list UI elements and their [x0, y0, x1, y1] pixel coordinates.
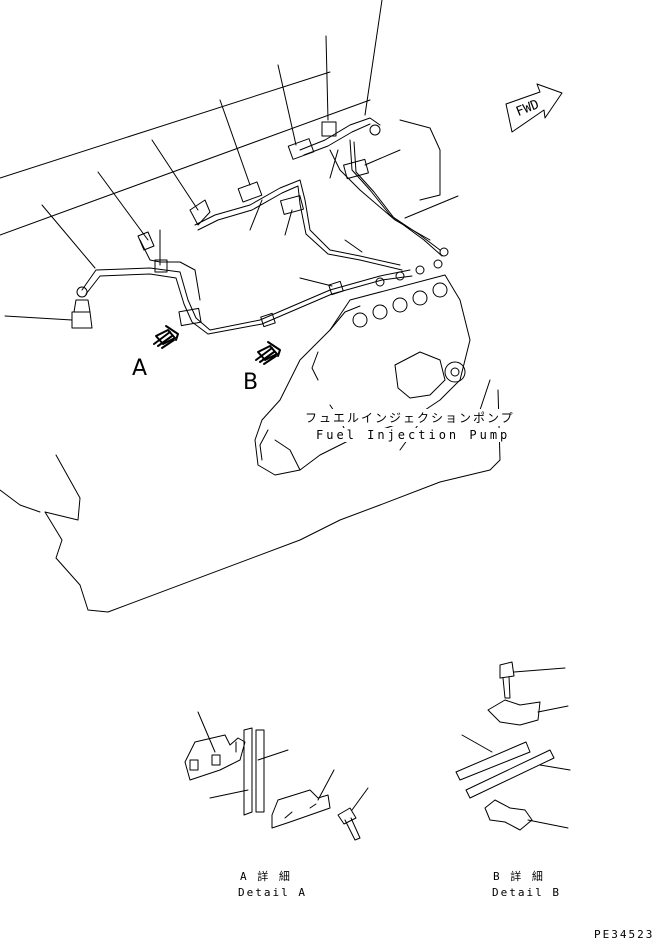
detail-b-parts [455, 661, 571, 831]
view-label-a: A [132, 356, 148, 381]
plug-fitting [71, 286, 93, 329]
pipe-clamps [137, 121, 449, 328]
view-label-b: B [243, 370, 259, 395]
view-arrow-b [255, 341, 281, 365]
injection-pipes [81, 117, 443, 335]
detail-b-label-en: Detail B [492, 886, 561, 899]
engine-block-outline [0, 71, 501, 613]
pump-label-jp: フュエルインジェクションポンプ [305, 409, 515, 426]
detail-a-label-en: Detail A [238, 886, 307, 899]
detail-b-label-jp: B 詳 細 [493, 870, 545, 883]
pump-label-en: Fuel Injection Pump [316, 428, 511, 442]
fuel-injection-pump [254, 274, 471, 476]
detail-a-label-jp: A 詳 細 [240, 870, 292, 883]
drawing-number: PE34523 [594, 928, 655, 941]
detail-a-parts [184, 711, 369, 841]
fwd-arrow-icon [505, 83, 563, 133]
view-arrow-a [153, 325, 179, 349]
leader-lines [4, 0, 459, 321]
